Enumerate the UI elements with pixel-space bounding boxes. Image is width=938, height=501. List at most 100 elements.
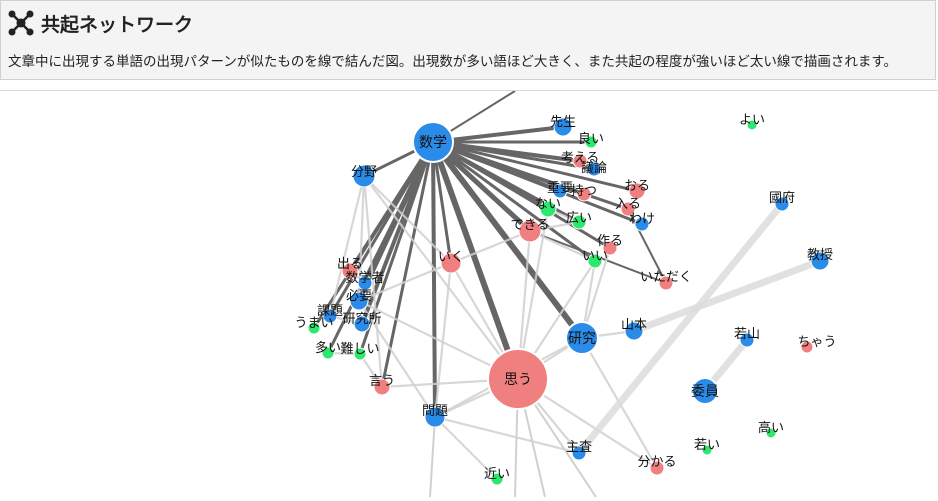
node-label-hiroi: 広い [566, 211, 592, 226]
node-circle-wakayama[interactable] [739, 332, 755, 348]
node-wake[interactable]: わけ [629, 212, 655, 232]
node-circle-iin[interactable] [691, 377, 719, 405]
node-sugaku[interactable]: 数学 [412, 121, 454, 163]
node-circle-takai[interactable] [765, 427, 777, 439]
node-circle-yoi2[interactable] [584, 135, 598, 149]
node-wakayama[interactable]: 若山 [734, 326, 760, 348]
node-motsu[interactable]: 持つ [571, 184, 597, 202]
node-kadai[interactable]: 課題 [317, 303, 343, 324]
node-kenkyu[interactable]: 研究 [565, 321, 599, 355]
node-circle-dekiru[interactable] [518, 219, 542, 243]
node-hitsuyo[interactable]: 必要 [346, 289, 372, 311]
node-kokufu[interactable]: 國府 [769, 191, 795, 212]
node-label-kenkyu: 研究 [568, 331, 596, 347]
node-circle-chau[interactable] [800, 340, 814, 354]
node-circle-nai[interactable] [539, 200, 557, 218]
node-circle-sugakusha[interactable] [357, 275, 373, 291]
node-circle-iu[interactable] [373, 378, 391, 396]
node-label-sensei: 先生 [550, 115, 576, 130]
node-circle-bunya[interactable] [352, 164, 376, 188]
node-label-ooi: 多い [315, 340, 341, 356]
node-takai[interactable]: 高い [758, 420, 784, 439]
node-chikai[interactable]: 近い [484, 467, 510, 486]
node-yoi2[interactable]: 良い [578, 131, 604, 149]
node-circle-kokufu[interactable] [774, 196, 790, 212]
node-kyoju[interactable]: 教授 [807, 247, 833, 271]
node-circle-giron[interactable] [586, 161, 602, 177]
node-oru[interactable]: おる [624, 179, 650, 200]
node-circle-wake[interactable] [634, 216, 650, 232]
node-circle-yoi[interactable] [746, 119, 758, 131]
node-dekiru[interactable]: できる [511, 218, 550, 243]
node-itadaku[interactable]: いただく [640, 270, 692, 291]
node-iku[interactable]: いく [438, 250, 464, 274]
node-circle-motsu[interactable] [576, 186, 592, 202]
node-circle-tsukuru[interactable] [602, 240, 618, 256]
edge-iku-hitsuyo [358, 261, 452, 303]
edge-mondai-chikai [434, 416, 498, 480]
node-sugakusha[interactable]: 数学者 [345, 270, 385, 291]
node-omou[interactable]: 思う [487, 348, 549, 410]
node-circle-wakaru[interactable] [649, 460, 665, 476]
node-yoi[interactable]: よい [739, 113, 765, 131]
node-ooi[interactable]: 多い [315, 340, 341, 360]
node-circle-iku[interactable] [440, 252, 462, 274]
edge-omou-bunya [363, 175, 519, 380]
node-yamamoto[interactable]: 山本 [621, 318, 647, 341]
node-circle-muzukashii[interactable] [353, 347, 367, 361]
node-label-deru: 出る [337, 257, 363, 272]
node-circle-juyo[interactable] [552, 183, 568, 199]
node-circle-hitsuyo[interactable] [349, 291, 369, 311]
node-circle-sensei[interactable] [553, 117, 573, 137]
node-circle-oru[interactable] [628, 182, 646, 200]
node-bunya[interactable]: 分野 [351, 164, 377, 188]
node-circle-omou[interactable] [487, 348, 549, 410]
node-sensei[interactable]: 先生 [550, 115, 576, 137]
node-kangaeru[interactable]: 考える [561, 151, 600, 169]
node-circle-kadai[interactable] [322, 308, 338, 324]
page-title: 共起ネットワーク [41, 13, 194, 36]
node-label-shusa: 主査 [566, 440, 592, 455]
node-label-giron: 議論 [581, 160, 607, 176]
node-circle-deru[interactable] [341, 262, 359, 280]
node-iu[interactable]: 言う [369, 374, 395, 396]
node-circle-kyoju[interactable] [810, 251, 830, 271]
node-circle-hairu[interactable] [620, 201, 636, 217]
edge-sugaku-ooi [326, 141, 435, 354]
node-circle-kenkyusho[interactable] [353, 315, 371, 333]
node-shusa[interactable]: 主査 [566, 440, 592, 461]
node-deru[interactable]: 出る [337, 257, 363, 280]
node-hairu[interactable]: 入る [615, 197, 641, 217]
node-circle-mondai[interactable] [424, 406, 446, 428]
node-hiroi[interactable]: 広い [566, 211, 592, 230]
node-circle-wakai[interactable] [701, 444, 713, 456]
node-circle-sugaku[interactable] [412, 121, 454, 163]
node-kenkyusho[interactable]: 研究所 [342, 312, 382, 333]
node-iin[interactable]: 委員 [691, 377, 719, 405]
node-circle-shusa[interactable] [571, 445, 587, 461]
edge-iku-dekiru [450, 229, 531, 265]
node-circle-hiroi[interactable] [571, 214, 587, 230]
node-muzukashii[interactable]: 難しい [340, 342, 380, 361]
edge-mondai-hitsuyo [358, 300, 436, 418]
node-ii[interactable]: いい [582, 249, 608, 269]
node-circle-itadaku[interactable] [658, 275, 674, 291]
node-mondai[interactable]: 問題 [422, 404, 448, 428]
node-circle-ii[interactable] [587, 253, 603, 269]
node-wakai[interactable]: 若い [694, 437, 720, 456]
node-circle-yamamoto[interactable] [624, 321, 644, 341]
node-label-kyoju: 教授 [807, 247, 833, 263]
node-giron[interactable]: 議論 [581, 160, 607, 177]
node-tsukuru[interactable]: 作る [597, 234, 623, 256]
node-juyo[interactable]: 重要 [547, 180, 573, 199]
node-umai[interactable]: うまい [294, 316, 334, 335]
node-chau[interactable]: ちゃう [797, 335, 837, 354]
node-wakaru[interactable]: 分かる [637, 455, 677, 476]
node-circle-kangaeru[interactable] [572, 153, 588, 169]
node-circle-umai[interactable] [307, 321, 321, 335]
node-nai[interactable]: ない [535, 197, 561, 218]
node-circle-kenkyu[interactable] [565, 321, 599, 355]
node-circle-chikai[interactable] [490, 472, 504, 486]
edge-sugaku-iu [380, 141, 435, 388]
node-circle-ooi[interactable] [321, 346, 335, 360]
